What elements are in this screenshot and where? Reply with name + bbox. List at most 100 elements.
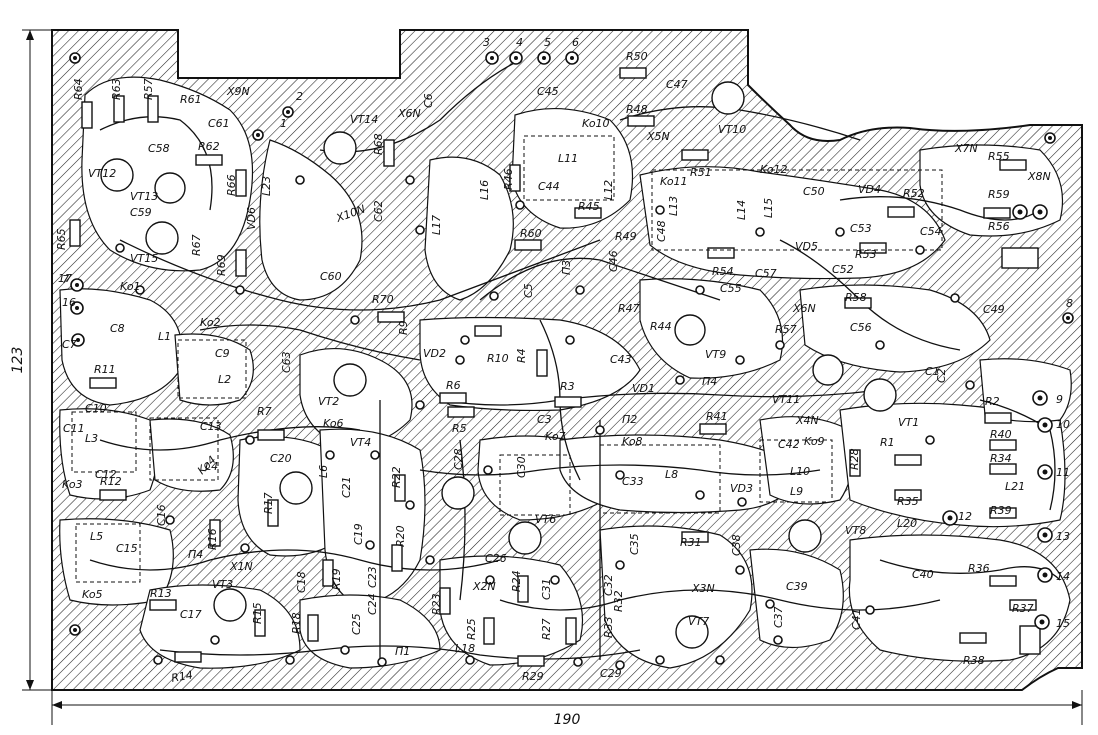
component-label-l21: L21 — [1005, 480, 1025, 493]
resistor-r31 — [681, 531, 709, 543]
component-label-x5n: X5N — [646, 130, 670, 143]
resistor-r2 — [984, 412, 1012, 424]
component-label-r36: R36 — [968, 562, 990, 575]
component-label-vt4: VT4 — [350, 436, 371, 449]
transistor-vt8 — [788, 519, 822, 553]
component-label-r13: R13 — [150, 587, 172, 600]
component-label-x8n: X8N — [1027, 170, 1051, 183]
component-label-c10: C10 — [85, 402, 107, 415]
resistor-r23 — [439, 587, 451, 615]
component-label-vd5: VD5 — [795, 240, 818, 253]
component-label-c24: C24 — [366, 593, 379, 615]
pin-label-4: 4 — [516, 36, 523, 49]
component-label-c50: C50 — [803, 185, 825, 198]
resistor-r11 — [89, 377, 117, 389]
component-label-r62: R62 — [198, 140, 220, 153]
shield-ko9 — [759, 439, 833, 503]
component-label-r53: R53 — [855, 248, 877, 261]
resistor-r27 — [565, 617, 577, 645]
pin-label-7: 7 — [62, 273, 69, 286]
resistor-r12 — [99, 489, 127, 501]
transistor-vt12 — [100, 158, 134, 192]
pin-label-9: 9 — [1056, 393, 1063, 406]
component-label-c60: C60 — [320, 270, 342, 283]
component-label-c6: C6 — [422, 93, 435, 108]
component-label-l5: L5 — [90, 530, 103, 543]
component-label-ko8: Ko8 — [622, 435, 643, 448]
resistor-r60 — [514, 239, 542, 251]
component-label-r22: R22 — [390, 466, 403, 488]
component-label-c53: C53 — [850, 222, 872, 235]
shield-ko5 — [75, 523, 141, 583]
component-label-c30: C30 — [515, 456, 528, 478]
component-label-r47: R47 — [618, 302, 640, 315]
component-label-l4: L4 — [205, 460, 218, 473]
component-label-c33: C33 — [622, 475, 644, 488]
component-label-r56: R56 — [988, 220, 1010, 233]
component-label-c32: C32 — [602, 574, 615, 596]
pin-label-11: 11 — [1056, 466, 1070, 479]
resistor-r14 — [174, 651, 202, 663]
component-label-c61: C61 — [208, 117, 230, 130]
transistor-vt3 — [213, 588, 247, 622]
component-label-x9n: X9N — [226, 85, 250, 98]
pads — [69, 51, 1074, 670]
transistor-vt1 — [863, 378, 897, 412]
component-label-x6n: X6N — [397, 107, 421, 120]
component-label-r5: R5 — [452, 422, 467, 435]
component-label-c37: C37 — [772, 606, 785, 628]
component-label-r25: R25 — [465, 618, 478, 640]
component-label-r27: R27 — [540, 618, 553, 640]
resistor-r20 — [391, 544, 403, 572]
component-label-c21: C21 — [340, 476, 353, 498]
resistor-r39 — [989, 507, 1017, 519]
component-label-ko7: Ko7 — [545, 430, 566, 443]
component-label-r17: R17 — [262, 492, 275, 514]
component-label-c26: C26 — [485, 552, 507, 565]
component-label-r68: R68 — [372, 133, 385, 155]
component-label-x2n: X2N — [472, 580, 496, 593]
component-label-r55: R55 — [988, 150, 1010, 163]
component-label-r35: R35 — [897, 495, 919, 508]
transistor-vt2 — [333, 363, 367, 397]
component-label-c5: C5 — [522, 283, 535, 298]
resistor-r1 — [894, 454, 922, 466]
connector-x8n-body — [1001, 247, 1039, 269]
resistor-r40 — [989, 439, 1017, 451]
component-label-r15: R15 — [251, 602, 264, 624]
shield-ko12 — [651, 169, 943, 251]
resistor-r64 — [81, 101, 93, 129]
pin-label-12: 12 — [958, 510, 972, 523]
pin-label-14: 14 — [1056, 570, 1070, 583]
component-label-r32: R32 — [612, 590, 625, 612]
component-label-r70: R70 — [372, 293, 394, 306]
component-label-c25: C25 — [350, 613, 363, 635]
component-label-r61: R61 — [180, 93, 202, 106]
component-label-r14: R14 — [170, 668, 194, 685]
shield-ko4 — [149, 417, 219, 481]
component-label-п4: П4 — [188, 548, 203, 561]
component-label-l20: L20 — [897, 517, 917, 530]
resistor-r56 — [983, 207, 1011, 219]
component-label-vt1: VT1 — [898, 416, 919, 429]
component-label-vt14: VT14 — [350, 113, 378, 126]
dimension-width — [51, 690, 1083, 725]
component-label-c29: C29 — [600, 667, 622, 680]
component-label-ko12: Ko12 — [760, 163, 788, 176]
component-label-l13: L13 — [667, 196, 680, 216]
resistor-r7 — [257, 429, 285, 441]
component-label-ko5: Ko5 — [82, 588, 103, 601]
component-label-r24: R24 — [510, 570, 523, 592]
component-label-c23: C23 — [366, 566, 379, 588]
resistor-r41 — [699, 423, 727, 435]
resistor-r48 — [627, 115, 655, 127]
transistor-vt15 — [145, 221, 179, 255]
transistor-vt11 — [812, 354, 844, 386]
component-label-l8: L8 — [665, 468, 678, 481]
component-label-c1: C1 — [925, 365, 940, 378]
component-label-ko10: Ko10 — [582, 117, 610, 130]
component-label-r10: R10 — [487, 352, 509, 365]
component-label-c48: C48 — [655, 220, 668, 242]
component-label-vt7: VT7 — [688, 615, 709, 628]
resistor-r6 — [439, 392, 467, 404]
